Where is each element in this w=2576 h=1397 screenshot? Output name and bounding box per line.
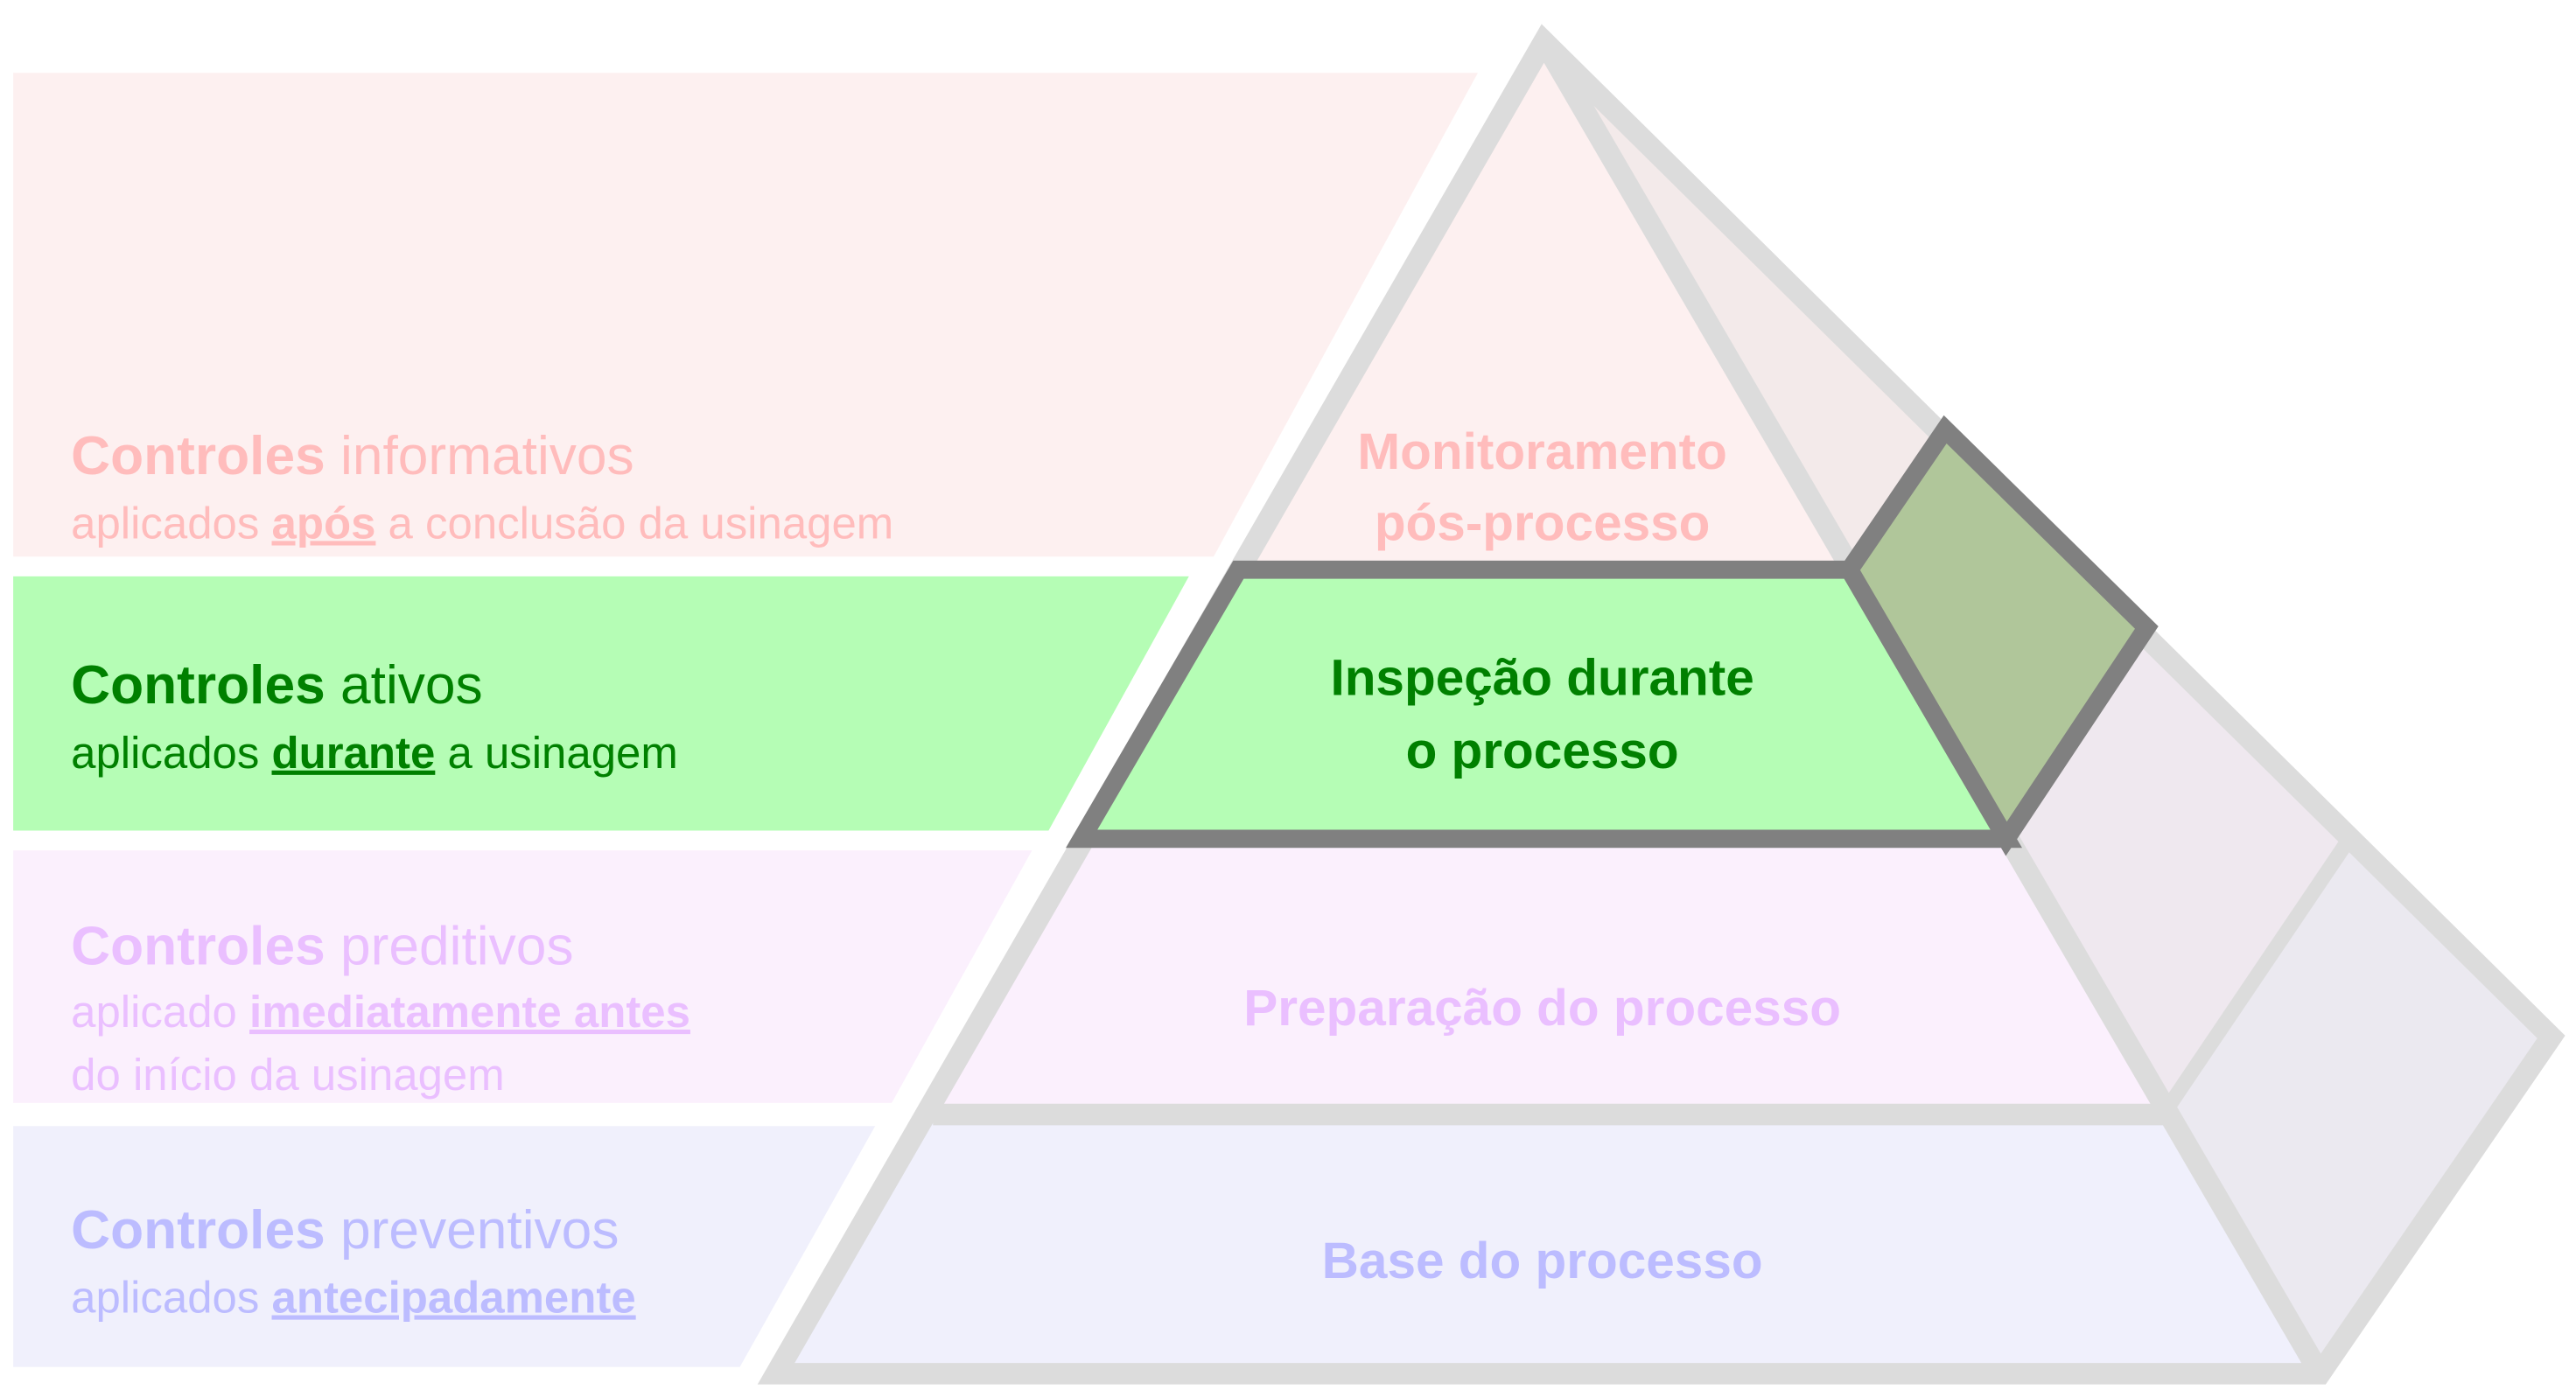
svg-text:aplicados após a conclusão da: aplicados após a conclusão da usinagem xyxy=(71,498,893,548)
band-line2: do início da usinagem xyxy=(71,1050,505,1100)
band-key: após xyxy=(272,498,376,548)
band-preventive-text: Controles preventivos aplicados antecipa… xyxy=(71,1200,636,1323)
band-title-bold: Controles xyxy=(71,1200,326,1261)
band-active-text: Controles ativos aplicados durante a usi… xyxy=(71,655,678,778)
layer-base-face xyxy=(775,1114,2313,1374)
band-line: aplicados xyxy=(71,728,271,778)
label-active-line1: Inspeção durante xyxy=(1330,650,1754,707)
side-active xyxy=(1838,415,2159,856)
svg-text:aplicados antecipadamente: aplicados antecipadamente xyxy=(71,1273,636,1323)
label-preparation: Preparação do processo xyxy=(1243,980,1841,1037)
band-title-bold: Controles xyxy=(71,916,326,976)
band-title-bold: Controles xyxy=(71,426,326,486)
band-line: aplicados xyxy=(71,1273,271,1323)
label-top-line1: Monitoramento xyxy=(1357,423,1726,480)
band-preventive xyxy=(13,1126,876,1367)
svg-text:Controles preventivos: Controles preventivos xyxy=(71,1200,619,1261)
band-title-rest: preditivos xyxy=(326,916,574,976)
band-key: imediatamente antes xyxy=(249,987,690,1037)
band-title-rest: informativos xyxy=(326,426,634,486)
svg-text:Controles preditivos: Controles preditivos xyxy=(71,916,573,976)
band-informative xyxy=(13,73,1479,557)
layer-top-face xyxy=(1238,41,1850,570)
svg-text:aplicado imediatamente antes: aplicado imediatamente antes xyxy=(71,987,690,1037)
band-title-bold: Controles xyxy=(71,655,326,716)
band-predictive xyxy=(13,850,1032,1103)
side-preparation xyxy=(2006,627,2345,1115)
band-active xyxy=(13,576,1189,831)
svg-text:Controles informativos: Controles informativos xyxy=(71,426,634,486)
band-predictive-text: Controles preditivos aplicado imediatame… xyxy=(71,916,690,1099)
band-key: antecipadamente xyxy=(272,1273,636,1323)
band-key: durante xyxy=(272,728,436,778)
band-informative-text: Controles informativos aplicados após a … xyxy=(71,426,893,548)
label-base: Base do processo xyxy=(1322,1233,1763,1289)
band-line: a conclusão da usinagem xyxy=(375,498,893,548)
label-active-line2: o processo xyxy=(1406,723,1679,779)
layer-preparation-face xyxy=(933,838,2164,1115)
band-title-rest: preventivos xyxy=(326,1200,620,1261)
band-line: a usinagem xyxy=(435,728,677,778)
svg-text:Controles ativos: Controles ativos xyxy=(71,655,483,716)
band-line: aplicado xyxy=(71,987,249,1037)
band-title-rest: ativos xyxy=(326,655,483,716)
label-top-line2: pós-processo xyxy=(1375,494,1711,551)
band-line: aplicados xyxy=(71,498,271,548)
svg-text:aplicados durante a usinagem: aplicados durante a usinagem xyxy=(71,728,678,778)
side-top xyxy=(1544,41,1946,570)
